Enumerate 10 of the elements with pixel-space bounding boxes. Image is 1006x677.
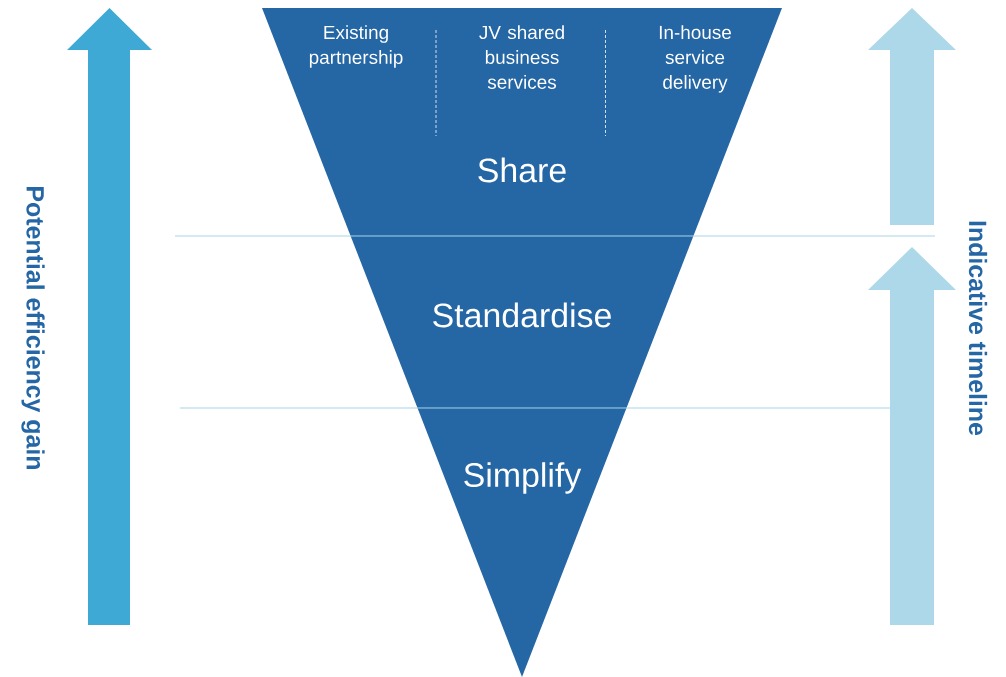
- funnel-band: Standardise: [350, 236, 694, 408]
- node-label: Standardise: [433, 302, 611, 328]
- node-label: Share: [478, 157, 566, 183]
- axis-title: Potential efficiency gain: [21, 187, 45, 469]
- column-heading: JV shared business services: [479, 25, 564, 89]
- node-label: Simplify: [464, 462, 582, 494]
- funnel-band: Simplify: [417, 408, 627, 677]
- axis-title: Indicative timeline: [968, 221, 988, 436]
- column-heading: Existing partnership: [309, 25, 403, 68]
- column-heading: In-house service delivery: [659, 25, 731, 93]
